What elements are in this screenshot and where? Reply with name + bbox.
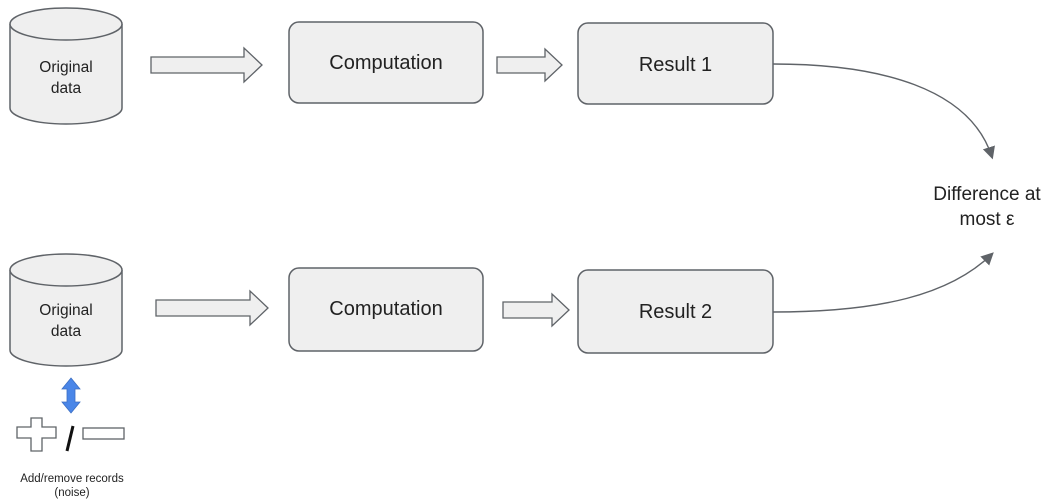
result-label-2: Result 2 <box>638 301 713 323</box>
computation-box-2 <box>288 267 484 352</box>
database-cylinder-1 <box>9 7 123 125</box>
noise-label: Add/remove records (noise) <box>0 472 147 500</box>
database-label-1-line2: data <box>50 80 82 97</box>
block-arrow-computation-to-result-1 <box>496 47 563 83</box>
difference-label: Difference at most ε <box>912 182 1062 232</box>
noise-label-line2: (noise) <box>54 487 90 499</box>
database-label-1: Original data <box>11 57 121 99</box>
database-label-2-line2: data <box>50 323 82 340</box>
computation-box-1 <box>288 21 484 104</box>
double-arrow-icon <box>61 377 81 414</box>
minus-icon <box>82 427 125 440</box>
block-arrow-computation-to-result-2 <box>502 292 570 328</box>
noise-label-line1: Add/remove records <box>20 473 124 485</box>
database-label-2-line1: Original <box>39 302 93 319</box>
computation-label-2: Computation <box>329 298 443 320</box>
result-label-1: Result 1 <box>638 54 713 76</box>
block-arrow-data-to-computation-1 <box>150 46 263 84</box>
difference-label-line2: most ε <box>959 209 1015 230</box>
slash-icon <box>65 425 75 452</box>
database-label-1-line1: Original <box>39 59 93 76</box>
difference-label-line1: Difference at <box>933 184 1041 205</box>
plus-icon <box>16 417 57 452</box>
computation-label-1: Computation <box>329 52 443 74</box>
curve-result2-to-difference <box>772 252 994 313</box>
block-arrow-data-to-computation-2 <box>155 289 269 327</box>
database-label-2: Original data <box>11 300 121 342</box>
curve-result1-to-difference <box>772 63 995 160</box>
database-cylinder-2 <box>9 253 123 367</box>
